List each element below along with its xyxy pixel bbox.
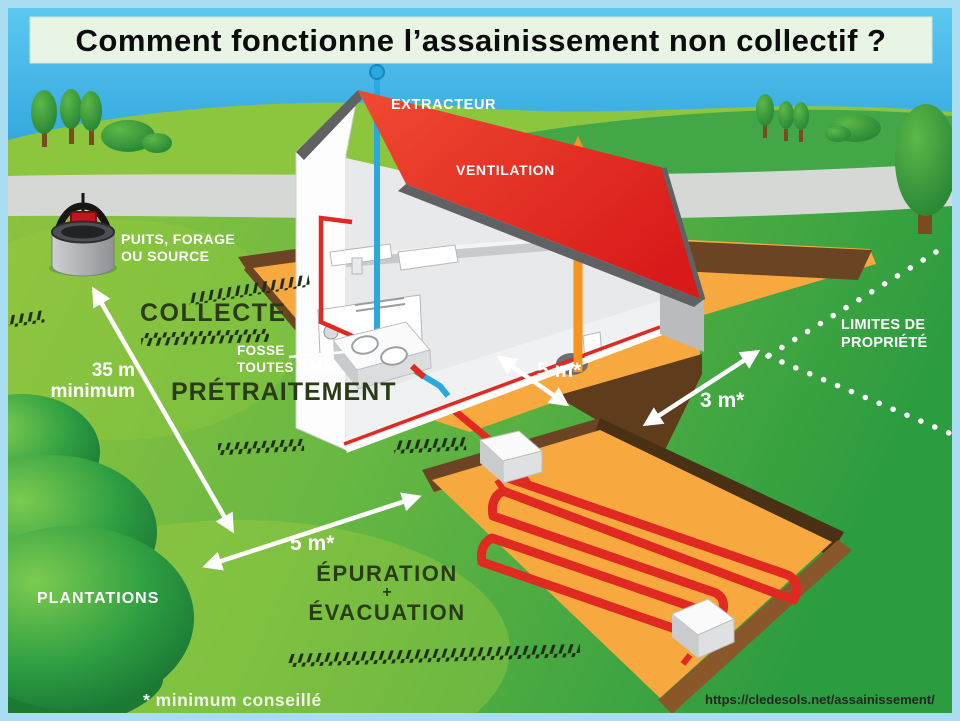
- arrow-3m: [642, 349, 761, 427]
- label-distance-3m: 3 m*: [700, 389, 745, 412]
- big-tree: [895, 104, 957, 216]
- distribution-box-1: [478, 430, 544, 493]
- well-icon: [49, 193, 117, 277]
- big-tree-trunk: [918, 214, 932, 234]
- extractor-cap: [369, 64, 385, 80]
- roof-trim-left: [296, 90, 362, 160]
- arrow-5m-house: [496, 355, 570, 407]
- label-collecte: COLLECTE: [140, 299, 287, 327]
- property-line-dotted: [765, 249, 959, 439]
- trees-right: [756, 94, 957, 234]
- field-soil-bottom-right: [658, 540, 852, 714]
- roof-trim-eave: [398, 184, 703, 307]
- label-distance-35m: 35 m minimum: [50, 360, 135, 402]
- fosse-tank: [332, 321, 432, 390]
- label-fosse-toutes-eaux: FOSSE TOUTES EAUX: [237, 343, 338, 375]
- label-pretraitement: PRÉTRAITEMENT: [171, 378, 397, 406]
- arrow-35m: [92, 286, 234, 534]
- soil-band-right: [655, 240, 872, 280]
- roof-trim-right: [661, 167, 706, 301]
- label-ventilation: VENTILATION: [456, 162, 555, 178]
- label-puits-forage: PUITS, FORAGE OU SOURCE: [121, 231, 236, 264]
- fosse-outlet: [409, 363, 427, 380]
- label-plantations: PLANTATIONS: [37, 590, 160, 607]
- fosse-pointer-line: [288, 350, 346, 359]
- serpentine-pipe: [477, 468, 801, 639]
- roof: [358, 90, 703, 300]
- label-extracteur: EXTRACTEUR: [391, 97, 497, 113]
- label-epuration-evacuation: ÉPURATION + ÉVACUATION: [308, 561, 466, 625]
- source-url: https://cledesols.net/assainissement/: [705, 692, 935, 707]
- label-distance-5m-field: 5 m*: [290, 532, 335, 555]
- label-distance-5m-house: 5 m*: [537, 359, 582, 382]
- footnote-minimum-conseille: * minimum conseillé: [143, 690, 322, 710]
- house-illustration: [295, 64, 706, 453]
- distribution-box-2: [671, 598, 735, 666]
- trees-left: [31, 89, 172, 153]
- distance-arrows: [92, 286, 761, 571]
- title-band: [29, 16, 933, 64]
- arrow-5m-field: [202, 492, 422, 571]
- label-limites-propriete: LIMITES DE PROPRIÉTÉ: [841, 317, 928, 351]
- red-interior-pipe: [318, 215, 358, 341]
- page-title: Comment fonctionne l’assainissement non …: [75, 23, 887, 58]
- bathtub: [397, 244, 459, 271]
